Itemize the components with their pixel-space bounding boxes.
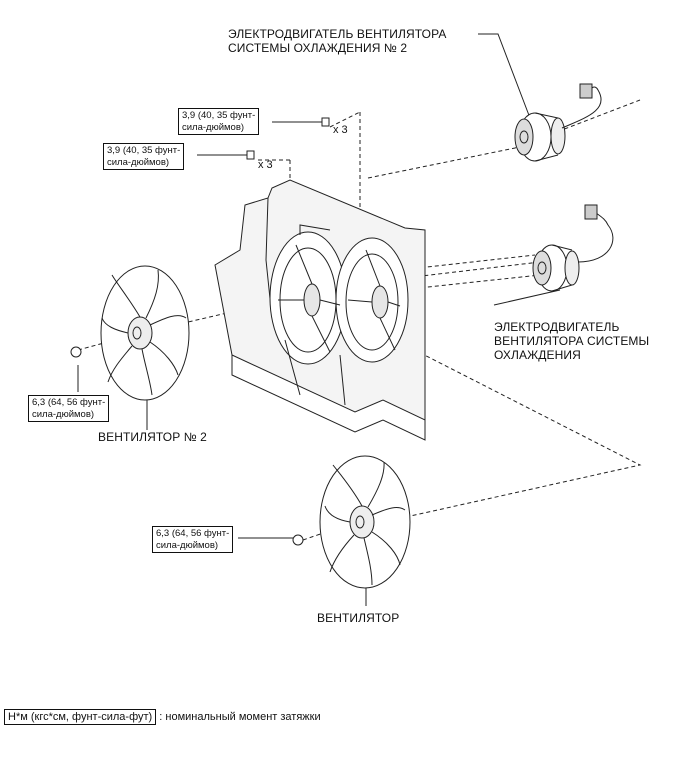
- torque-legend: Н*м (кгс*см, фунт-сила-фут) : номинальны…: [4, 709, 321, 725]
- cooling-fan-2: [100, 265, 190, 401]
- torque-bolt-a-line-2: сила-дюймов): [182, 121, 245, 133]
- fan-shroud: [214, 179, 426, 441]
- label-fan-motor-1-line-3: ОХЛАЖДЕНИЯ: [494, 348, 581, 362]
- label-fan-motor-1-line-1: ЭЛЕКТРОДВИГАТЕЛЬ: [494, 320, 620, 334]
- cooling-fan-1: [319, 455, 411, 589]
- label-fan-1: ВЕНТИЛЯТОР: [317, 611, 400, 625]
- torque-box-nut-fan-1: 6,3 (64, 56 фунт- сила-дюймов): [152, 526, 234, 553]
- torque-nut-fan-1-line-1: 6,3 (64, 56 фунт-: [156, 528, 230, 539]
- bolt-b: [246, 150, 255, 160]
- quantity-bolt-a: x 3: [333, 124, 348, 136]
- nut-fan-1: [292, 534, 304, 546]
- leader-lines: [77, 33, 561, 606]
- torque-bolt-b-line-2: сила-дюймов): [107, 156, 170, 168]
- torque-box-nut-fan-2: 6,3 (64, 56 фунт- сила-дюймов): [28, 395, 110, 422]
- label-fan-motor-1: ЭЛЕКТРОДВИГАТЕЛЬ ВЕНТИЛЯТОРА СИСТЕМЫ ОХЛ…: [494, 320, 649, 362]
- torque-box-bolt-b: 3,9 (40, 35 фунт- сила-дюймов): [103, 143, 185, 170]
- fasteners: [70, 117, 330, 546]
- fan-motor-1: [532, 204, 614, 292]
- torque-box-bolt-a: 3,9 (40, 35 фунт- сила-дюймов): [178, 108, 260, 135]
- label-fan-motor-2-line-1: ЭЛЕКТРОДВИГАТЕЛЬ ВЕНТИЛЯТОРА: [228, 27, 447, 41]
- torque-bolt-a-line-1: 3,9 (40, 35 фунт-: [182, 110, 256, 121]
- nut-fan-2: [70, 346, 82, 358]
- bolt-a: [321, 117, 330, 127]
- quantity-bolt-b: x 3: [258, 159, 273, 171]
- label-fan-2: ВЕНТИЛЯТОР № 2: [98, 430, 207, 444]
- label-fan-motor-2: ЭЛЕКТРОДВИГАТЕЛЬ ВЕНТИЛЯТОРА СИСТЕМЫ ОХЛ…: [228, 27, 446, 55]
- label-fan-motor-2-line-2: СИСТЕМЫ ОХЛАЖДЕНИЯ № 2: [228, 41, 408, 55]
- fan-motor-2: [514, 83, 602, 162]
- torque-legend-unit: Н*м (кгс*см, фунт-сила-фут): [4, 709, 157, 725]
- label-fan-motor-1-line-2: ВЕНТИЛЯТОРА СИСТЕМЫ: [494, 334, 650, 348]
- torque-nut-fan-2-line-2: сила-дюймов): [32, 408, 95, 420]
- torque-legend-text: : номинальный момент затяжки: [159, 711, 321, 723]
- torque-bolt-b-line-1: 3,9 (40, 35 фунт-: [107, 145, 181, 156]
- torque-nut-fan-1-line-2: сила-дюймов): [156, 539, 219, 551]
- torque-nut-fan-2-line-1: 6,3 (64, 56 фунт-: [32, 397, 106, 408]
